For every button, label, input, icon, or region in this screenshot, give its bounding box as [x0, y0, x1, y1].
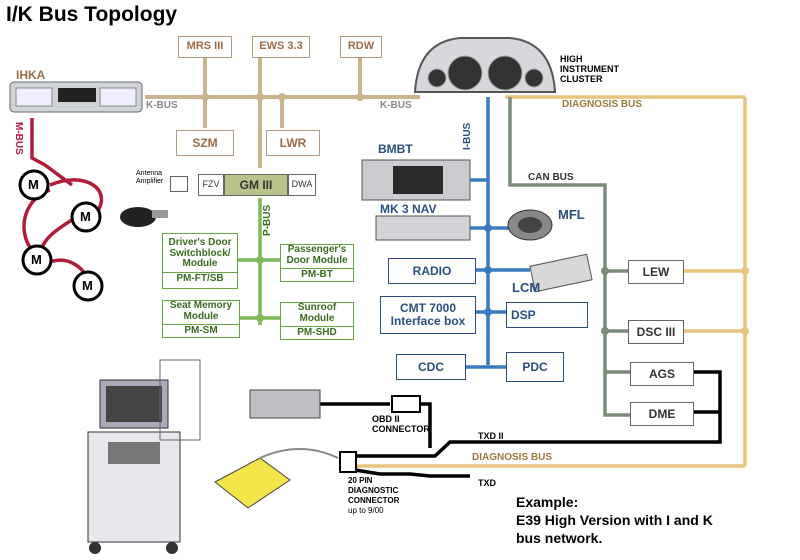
passenger-door-module: Passenger's Door Module PM-BT	[280, 244, 354, 282]
mrs-module: MRS III	[178, 36, 232, 58]
obd-label-1: OBD II	[372, 414, 400, 424]
p-bus-label: P-BUS	[262, 204, 273, 236]
drivers-door-line2: Switchblock/	[169, 247, 231, 259]
cdc-module: CDC	[396, 354, 466, 380]
junction-dots	[201, 93, 749, 335]
pass-door-line2: Door Module	[286, 254, 348, 266]
can-bus-label: CAN BUS	[528, 172, 574, 183]
seat-line2: Module	[183, 310, 219, 322]
cmt-line1: CMT 7000	[399, 301, 457, 316]
pin20-connector-icon	[339, 451, 357, 473]
txd-label: TXD	[478, 478, 496, 488]
sunroof-line1: Sunroof	[297, 302, 337, 314]
obd-label-2: CONNECTOR	[372, 424, 430, 434]
txd2-label: TXD II	[478, 431, 504, 441]
antenna-label-1: Antenna	[136, 170, 163, 177]
mfl-label: MFL	[558, 207, 585, 222]
rdw-module: RDW	[340, 36, 382, 58]
pass-door-line1: Passenger's	[287, 244, 347, 256]
cluster-label-1: HIGH	[560, 54, 583, 64]
dsc-module: DSC III	[628, 320, 684, 344]
dme-module: DME	[630, 402, 694, 426]
note-line1: Example:	[516, 494, 579, 510]
pin20-label-1: 20 PIN	[348, 476, 373, 485]
pin20-label-2: DIAGNOSTIC	[348, 486, 399, 495]
motor-label-3: M	[31, 252, 42, 267]
scan-tool	[249, 389, 321, 419]
diagnosis-bus-lines	[355, 95, 747, 468]
i-bus-label: I-BUS	[462, 122, 473, 150]
mk3nav-label: MK 3 NAV	[380, 202, 437, 216]
fzv-box: FZV	[198, 174, 224, 196]
yellow-adapter	[214, 448, 339, 509]
bmbt-label: BMBT	[378, 142, 413, 156]
key-fob	[120, 207, 168, 227]
radio-module: RADIO	[388, 258, 476, 284]
drivers-door-line1: Driver's Door	[168, 237, 232, 248]
dsp-module: DSP	[506, 302, 588, 328]
diagnosis-bus-label-top: DIAGNOSIS BUS	[562, 99, 643, 110]
k-bus-label-right: K-BUS	[380, 100, 412, 111]
note-line2: E39 High Version with I and K	[516, 512, 713, 528]
ags-module: AGS	[630, 362, 694, 386]
cluster-label-3: CLUSTER	[560, 74, 603, 84]
ihka-label: IHKA	[16, 68, 46, 82]
cluster-label-2: INSTRUMENT	[560, 64, 619, 74]
sunroof-line2: Module	[299, 312, 335, 324]
drivers-door-code: PM-FT/SB	[163, 271, 237, 285]
drivers-door-module: Driver's Door Switchblock/ Module PM-FT/…	[162, 233, 238, 289]
lew-module: LEW	[628, 260, 684, 284]
seat-code: PM-SM	[163, 324, 239, 337]
drivers-door-line3: Module	[182, 258, 218, 269]
instrument-cluster	[413, 37, 557, 93]
page-title: I/K Bus Topology	[6, 3, 178, 26]
motors	[18, 169, 104, 302]
sunroof-code: PM-SHD	[281, 326, 353, 339]
antenna-icon	[170, 176, 188, 192]
motor-label-2: M	[80, 209, 91, 224]
txd-lines	[320, 370, 722, 478]
pin20-label-3: CONNECTOR	[348, 496, 400, 505]
lcm-label: LCM	[512, 280, 541, 295]
cmt-line2: Interface box	[390, 314, 466, 328]
sunroof-module: Sunroof Module PM-SHD	[280, 302, 354, 340]
m-bus-label: M-BUS	[13, 122, 24, 155]
tester-cart	[87, 359, 201, 554]
pdc-module: PDC	[506, 352, 564, 382]
motor-label-4: M	[82, 278, 93, 293]
nav-unit	[375, 215, 471, 241]
note-line3: bus network.	[516, 530, 603, 546]
cmt-interface-box: CMT 7000 Interface box	[380, 296, 476, 334]
antenna-label-2: Amplifier	[136, 178, 164, 185]
lcm-unit	[529, 253, 593, 293]
gm-module: GM III	[224, 174, 288, 196]
dwa-box: DWA	[288, 174, 316, 196]
mfl-steering-wheel	[507, 209, 553, 241]
obd-connector-icon	[391, 395, 421, 413]
diagnosis-bus-label-bottom: DIAGNOSIS BUS	[472, 452, 553, 463]
ews-module: EWS 3.3	[252, 36, 310, 58]
seat-memory-module: Seat Memory Module PM-SM	[162, 300, 240, 338]
pass-door-code: PM-BT	[281, 268, 353, 281]
ihka-panel	[9, 81, 143, 113]
szm-module: SZM	[176, 130, 234, 156]
seat-line1: Seat Memory	[169, 300, 233, 312]
pin20-label-4: up to 9/00	[348, 506, 384, 515]
lwr-module: LWR	[266, 130, 320, 156]
motor-label-1: M	[28, 177, 39, 192]
k-bus-label-left: K-BUS	[146, 100, 178, 111]
